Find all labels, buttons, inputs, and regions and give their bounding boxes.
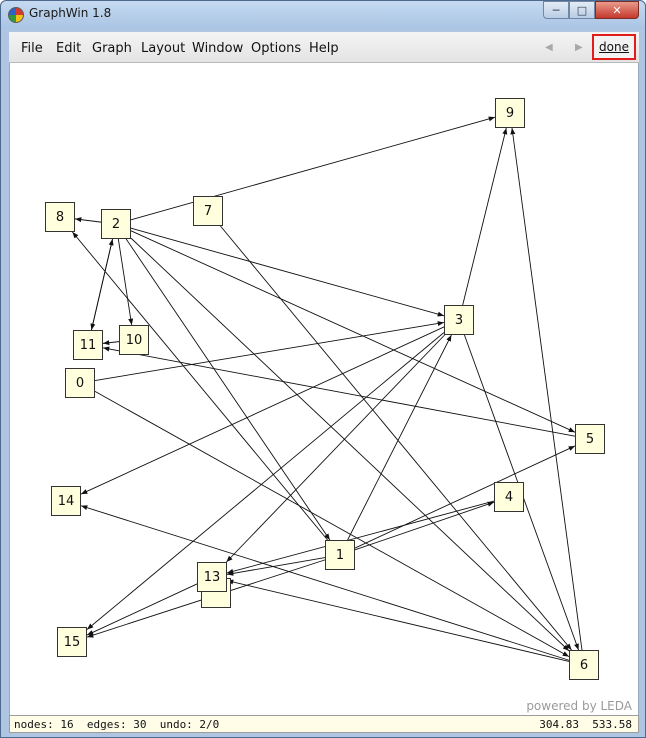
graph-node-8[interactable]: 8 <box>45 202 75 232</box>
graph-node-1[interactable]: 1 <box>325 540 355 570</box>
graph-edge[interactable] <box>130 116 496 221</box>
graph-node-4[interactable]: 4 <box>494 482 524 512</box>
graph-edge[interactable] <box>91 238 114 331</box>
maximize-icon: □ <box>576 3 588 17</box>
minimize-button[interactable]: ─ <box>543 1 569 19</box>
graph-node-14[interactable]: 14 <box>51 486 81 516</box>
graph-node-6[interactable]: 6 <box>569 650 599 680</box>
graph-edge[interactable] <box>102 346 576 437</box>
window-controls: ─ □ ✕ <box>543 1 639 21</box>
back-arrow-icon[interactable]: ◀ <box>545 42 553 53</box>
graph-edge[interactable] <box>94 391 570 657</box>
menu-file[interactable]: File <box>21 41 43 56</box>
maximize-button[interactable]: □ <box>569 1 595 19</box>
menu-graph[interactable]: Graph <box>92 41 132 56</box>
edge-layer <box>72 116 583 662</box>
done-label: done <box>599 40 629 54</box>
graph-edge[interactable] <box>226 500 495 574</box>
minimize-icon: ─ <box>552 3 560 17</box>
status-counts: nodes: 16 edges: 30 undo: 2/0 <box>14 718 220 731</box>
graph-node-0[interactable]: 0 <box>65 368 95 398</box>
menu-layout[interactable]: Layout <box>141 41 186 56</box>
forward-arrow-icon[interactable]: ▶ <box>575 42 583 53</box>
graph-node-2[interactable]: 2 <box>101 209 131 239</box>
graph-edge[interactable] <box>347 334 452 541</box>
menu-edit[interactable]: Edit <box>56 41 82 56</box>
graph-edge[interactable] <box>125 238 331 541</box>
app-icon <box>8 7 24 23</box>
close-button[interactable]: ✕ <box>595 1 639 19</box>
graph-edge[interactable] <box>80 505 570 661</box>
graph-edge[interactable] <box>94 321 445 381</box>
close-icon: ✕ <box>612 3 622 17</box>
done-button[interactable]: done <box>592 34 636 60</box>
graph-edge[interactable] <box>226 334 445 563</box>
graph-edge[interactable] <box>102 340 120 346</box>
status-bar: nodes: 16 edges: 30 undo: 2/0 304.83 533… <box>9 715 639 733</box>
menu-help[interactable]: Help <box>309 41 339 56</box>
graph-node-3[interactable]: 3 <box>444 305 474 335</box>
graph-edge[interactable] <box>354 501 495 551</box>
graph-node-15[interactable]: 15 <box>57 627 87 657</box>
graph-edge[interactable] <box>226 557 326 576</box>
menu-options[interactable]: Options <box>251 41 302 56</box>
menu-window[interactable]: Window <box>192 41 244 56</box>
menu-bar: File Edit Graph Layout Window Options He… <box>9 32 639 63</box>
graph-edge[interactable] <box>220 225 572 651</box>
graph-node-7[interactable]: 7 <box>193 196 223 226</box>
graph-edge[interactable] <box>130 227 445 317</box>
graph-edge[interactable] <box>354 445 576 549</box>
graph-edge[interactable] <box>117 238 134 326</box>
graph-canvas[interactable]: 0 1 2 3 4 5 6 7 8 9 10 11 13 14 15 powered by LEDA <box>9 63 639 715</box>
graph-edge[interactable] <box>130 230 576 433</box>
powered-by-watermark: powered by LEDA <box>526 699 632 713</box>
graph-edge[interactable] <box>130 237 570 652</box>
graph-node-13[interactable]: 13 <box>197 562 227 592</box>
graph-edge[interactable] <box>462 127 508 306</box>
graph-node-5[interactable]: 5 <box>575 424 605 454</box>
graph-node-11[interactable]: 11 <box>73 330 103 360</box>
graph-edge[interactable] <box>86 332 445 630</box>
graph-edge[interactable] <box>72 231 328 541</box>
graph-edge[interactable] <box>74 217 102 223</box>
graph-node-10[interactable]: 10 <box>119 325 149 355</box>
graph-edge[interactable] <box>80 326 445 495</box>
graph-edge[interactable] <box>86 583 198 636</box>
graph-edge[interactable] <box>226 579 570 662</box>
graph-edge[interactable] <box>510 127 583 651</box>
status-coordinates: 304.83 533.58 <box>539 718 632 731</box>
window-title: GraphWin 1.8 <box>29 6 112 20</box>
graph-node-9[interactable]: 9 <box>495 98 525 128</box>
title-bar[interactable]: GraphWin 1.8 ─ □ ✕ <box>1 1 645 29</box>
